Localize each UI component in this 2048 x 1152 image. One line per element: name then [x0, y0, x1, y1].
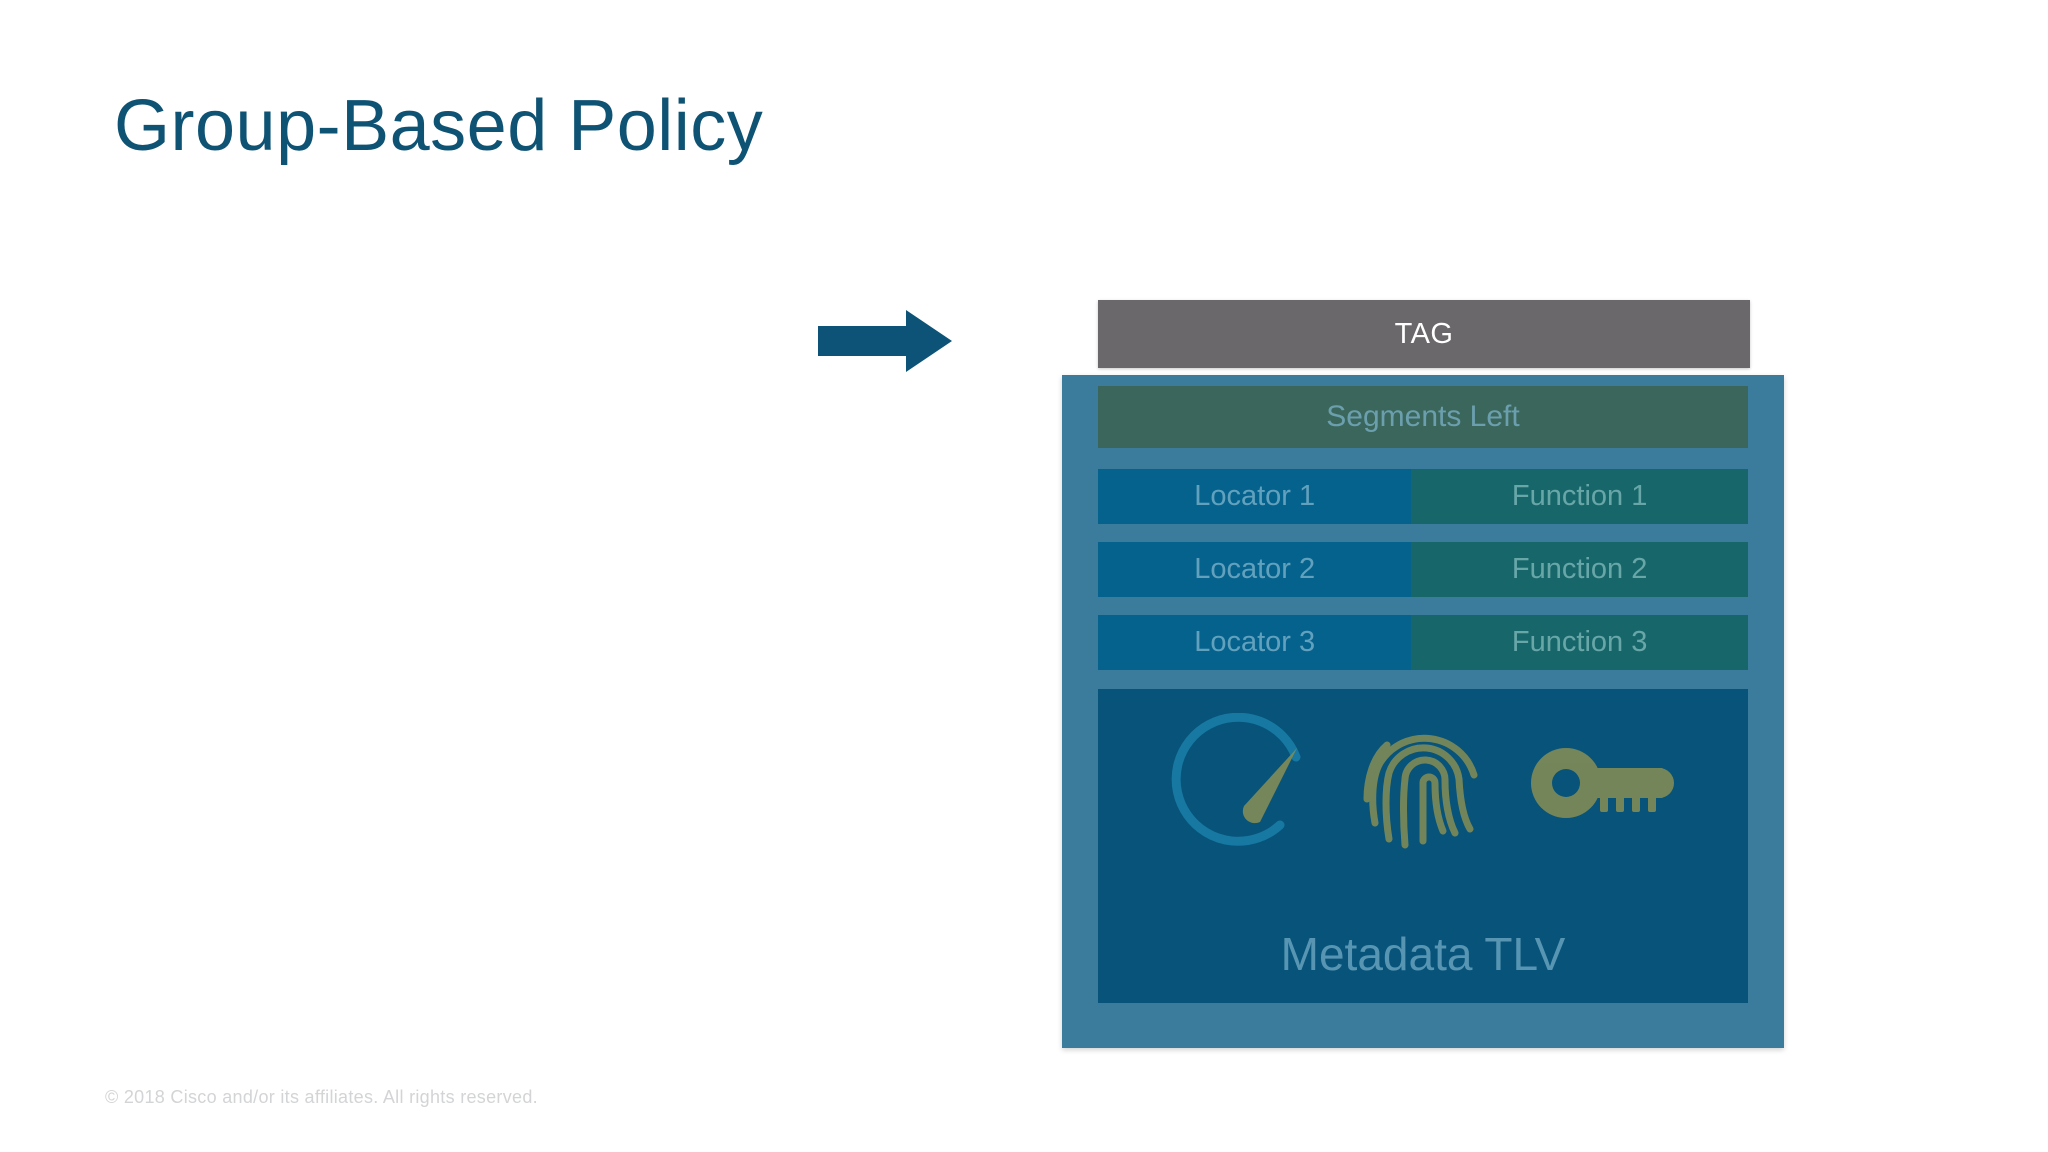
locator-cell-1: Locator 1 [1098, 469, 1412, 524]
locator-cell-2: Locator 2 [1098, 542, 1412, 597]
right-arrow-icon [818, 310, 958, 372]
function-label-2: Function 2 [1511, 553, 1648, 585]
key-icon [1528, 738, 1678, 833]
copyright-footer: © 2018 Cisco and/or its affiliates. All … [105, 1087, 538, 1107]
table-row: Locator 1 Function 1 [1098, 469, 1748, 524]
metadata-icon-row [1098, 712, 1748, 858]
function-label-1: Function 1 [1511, 480, 1648, 512]
locator-label-2: Locator 2 [1194, 553, 1316, 585]
function-cell-1: Function 1 [1411, 469, 1748, 524]
function-cell-3: Function 3 [1411, 615, 1748, 670]
function-cell-2: Function 2 [1411, 542, 1748, 597]
locator-cell-3: Locator 3 [1098, 615, 1412, 670]
metadata-tlv-panel: Metadata TLV [1098, 689, 1748, 1003]
page-title: Group-Based Policy [114, 86, 764, 166]
locator-label-1: Locator 1 [1194, 480, 1316, 512]
fingerprint-icon [1353, 713, 1493, 858]
tag-label: TAG [1394, 317, 1454, 350]
table-row: Locator 2 Function 2 [1098, 542, 1748, 597]
gauge-icon [1168, 712, 1318, 858]
function-label-3: Function 3 [1511, 626, 1648, 658]
segments-left-band: Segments Left [1098, 386, 1748, 448]
locator-label-3: Locator 3 [1194, 626, 1316, 658]
metadata-tlv-label: Metadata TLV [1280, 928, 1566, 980]
packet-inner-column: Segments Left Locator 1 Function 1 Locat… [1098, 375, 1748, 1003]
table-row: Locator 3 Function 3 [1098, 615, 1748, 670]
packet-container: Segments Left Locator 1 Function 1 Locat… [1062, 375, 1784, 1048]
tag-bar: TAG [1098, 300, 1750, 368]
segments-left-label: Segments Left [1326, 400, 1520, 433]
